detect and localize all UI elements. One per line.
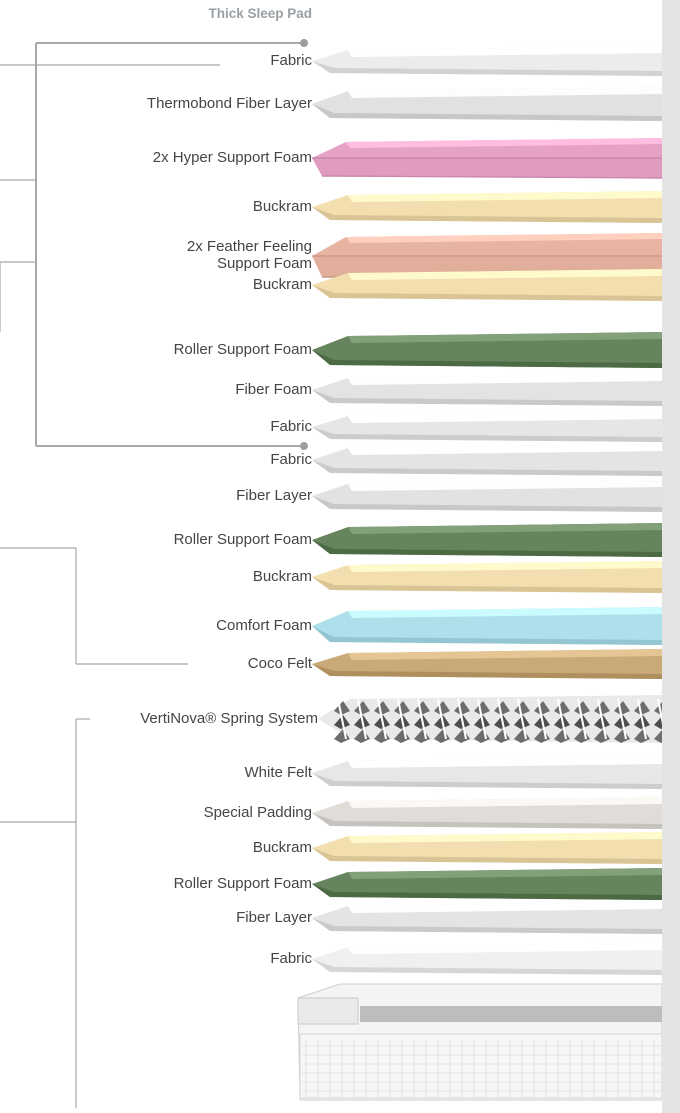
bracket-lines: [0, 39, 308, 1108]
coco-felt-layer: [312, 649, 662, 679]
special-padding-layer: [312, 797, 662, 829]
bracket-top-dot: [300, 39, 308, 47]
white-felt-label: White Felt: [244, 763, 312, 781]
fiber-foam-label: Fiber Foam: [235, 380, 312, 398]
fabric-label: Fabric: [270, 51, 312, 69]
white-felt-layer: [312, 757, 662, 789]
layer-stack: [297, 46, 670, 1101]
buckram-layer: [312, 832, 662, 864]
fabric-label: Fabric: [270, 949, 312, 967]
fabric-label: Fabric: [270, 450, 312, 468]
coco-felt-label: Coco Felt: [247, 654, 312, 672]
roller-support-foam-label: Roller Support Foam: [173, 874, 312, 892]
2x-hyper-support-foam-label: 2x Hyper Support Foam: [152, 148, 312, 166]
buckram-layer: [312, 191, 662, 223]
roller-support-foam-label: Roller Support Foam: [173, 530, 312, 548]
fiber-layer-layer: [312, 480, 662, 512]
buckram-label: Buckram: [252, 838, 312, 856]
side-panel: [662, 0, 680, 1113]
2x-feather-feeling-support-foam-label: 2x Feather Feeling Support Foam: [186, 238, 312, 272]
fabric-label: Fabric: [270, 417, 312, 435]
fiber-layer-layer: [312, 902, 662, 934]
fabric-layer: [312, 46, 662, 76]
section-title: Thick Sleep Pad: [208, 6, 312, 21]
roller-support-foam-layer: [312, 332, 662, 368]
roller-support-foam-layer: [312, 523, 662, 557]
vertinova-spring-system-label: VertiNova® Spring System: [140, 709, 318, 727]
fabric-layer: [312, 444, 662, 476]
roller-support-foam-label: Roller Support Foam: [173, 340, 312, 358]
vertinova-spring-system-layer: [318, 695, 670, 743]
buckram-layer: [312, 561, 662, 593]
comfort-foam-label: Comfort Foam: [216, 616, 312, 634]
thermobond-fiber-layer-label: Thermobond Fiber Layer: [146, 94, 312, 112]
thermobond-fiber-layer-layer: [312, 87, 662, 121]
comfort-foam-layer: [312, 607, 662, 645]
2x-hyper-support-foam-layer: [312, 138, 663, 179]
fiber-layer-label: Fiber Layer: [236, 486, 312, 504]
fiber-foam-layer: [312, 374, 662, 406]
fabric-layer: [312, 412, 662, 442]
buckram-layer: [312, 269, 662, 301]
mattress-base-layer: [297, 983, 663, 1101]
special-padding-label: Special Padding: [203, 803, 312, 821]
bracket-bottom-dot: [300, 442, 308, 450]
fiber-layer-label: Fiber Layer: [236, 908, 312, 926]
buckram-label: Buckram: [252, 275, 312, 293]
roller-support-foam-layer: [312, 868, 662, 900]
fabric-layer: [312, 943, 662, 975]
buckram-label: Buckram: [252, 567, 312, 585]
buckram-label: Buckram: [252, 197, 312, 215]
